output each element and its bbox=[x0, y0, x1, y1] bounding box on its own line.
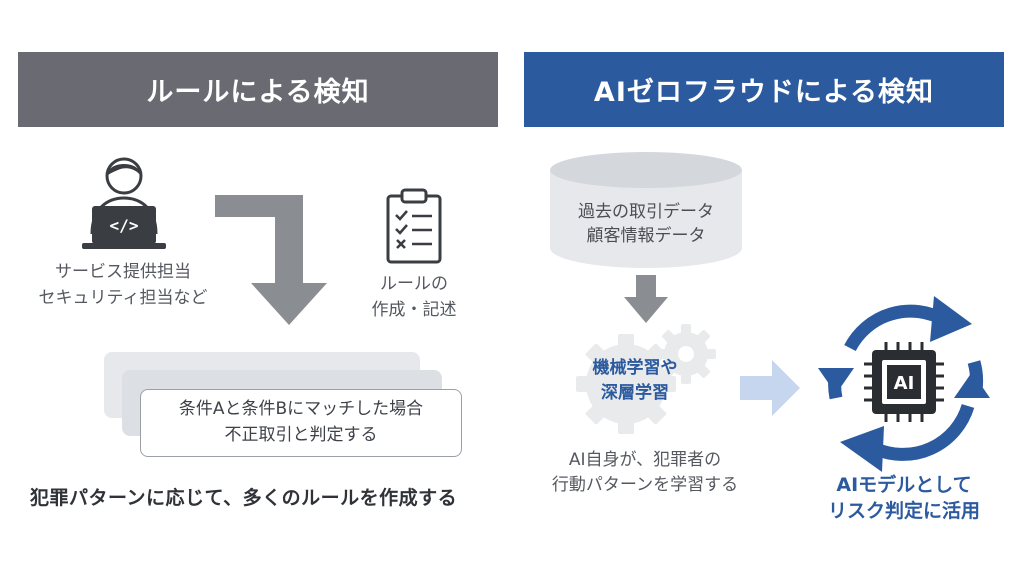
right-title: AIゼロフラウドによる検知 bbox=[593, 77, 935, 108]
rule-card-line-2: 不正取引と判定する bbox=[224, 425, 378, 445]
right-arrow bbox=[740, 360, 800, 416]
left-summary: 犯罪パターンに応じて、多くのルールを作成する bbox=[30, 487, 458, 509]
operator-label-1: サービス提供担当 bbox=[55, 262, 191, 282]
rule-card-text: 条件Aと条件Bにマッチした場合 不正取引と判定する bbox=[140, 396, 462, 448]
svg-text:</>: </> bbox=[110, 216, 139, 235]
learn-label-2: 行動パターンを学習する bbox=[551, 475, 739, 495]
rule-label-1: ルールの bbox=[380, 274, 448, 294]
developer-laptop-icon: </> bbox=[82, 157, 166, 249]
down-arrow bbox=[624, 275, 668, 323]
gears-icon bbox=[576, 324, 716, 434]
ai-chip-icon: AI bbox=[864, 342, 944, 422]
result-label-1: AIモデルとして bbox=[836, 474, 972, 496]
chip-label: AI bbox=[894, 373, 915, 394]
bent-down-arrow bbox=[215, 195, 327, 325]
db-label-1: 過去の取引データ bbox=[578, 202, 714, 222]
learn-label-1: AI自身が、犯罪者の bbox=[568, 450, 722, 470]
checklist-clipboard-icon bbox=[386, 188, 442, 264]
db-label-2: 顧客情報データ bbox=[586, 226, 706, 246]
ml-label-2: 深層学習 bbox=[601, 383, 669, 403]
ml-label-1: 機械学習や bbox=[592, 358, 678, 378]
rule-label-2: 作成・記述 bbox=[371, 300, 457, 320]
left-banner: ルールによる検知 bbox=[18, 52, 498, 127]
right-banner: AIゼロフラウドによる検知 bbox=[524, 52, 1004, 127]
left-title: ルールによる検知 bbox=[146, 77, 370, 108]
ai-cycle-graphic: AI bbox=[818, 296, 990, 472]
result-label-2: リスク判定に活用 bbox=[827, 500, 980, 522]
rule-card bbox=[140, 389, 462, 457]
rule-card-line-1: 条件Aと条件Bにマッチした場合 bbox=[178, 399, 424, 419]
operator-label-2: セキュリティ担当など bbox=[38, 288, 208, 308]
database-icon bbox=[550, 152, 742, 268]
